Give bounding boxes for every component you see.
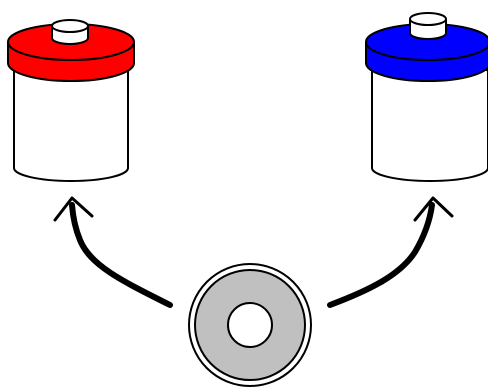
right-lid-knob-top [409,12,447,26]
disc-center-hole [227,302,273,348]
right-lid-knob [409,12,447,40]
right-arrow-shaft [327,202,435,308]
right-container-body [371,69,488,182]
left-lid-knob-top [51,19,89,33]
left-container-body-shape [13,69,129,182]
center-disc [188,263,312,387]
right-container-body-shape [371,69,488,182]
left-arrow-head [53,196,94,222]
left-lid-knob [51,19,89,45]
left-container [7,19,135,182]
left-container-lid [7,19,135,82]
left-arrow-shaft [69,202,173,308]
right-arrow-head [413,196,454,222]
right-arrow [327,196,454,308]
left-container-body [13,69,129,182]
right-container [365,12,488,182]
left-arrow [53,196,173,308]
right-container-lid [365,12,488,82]
